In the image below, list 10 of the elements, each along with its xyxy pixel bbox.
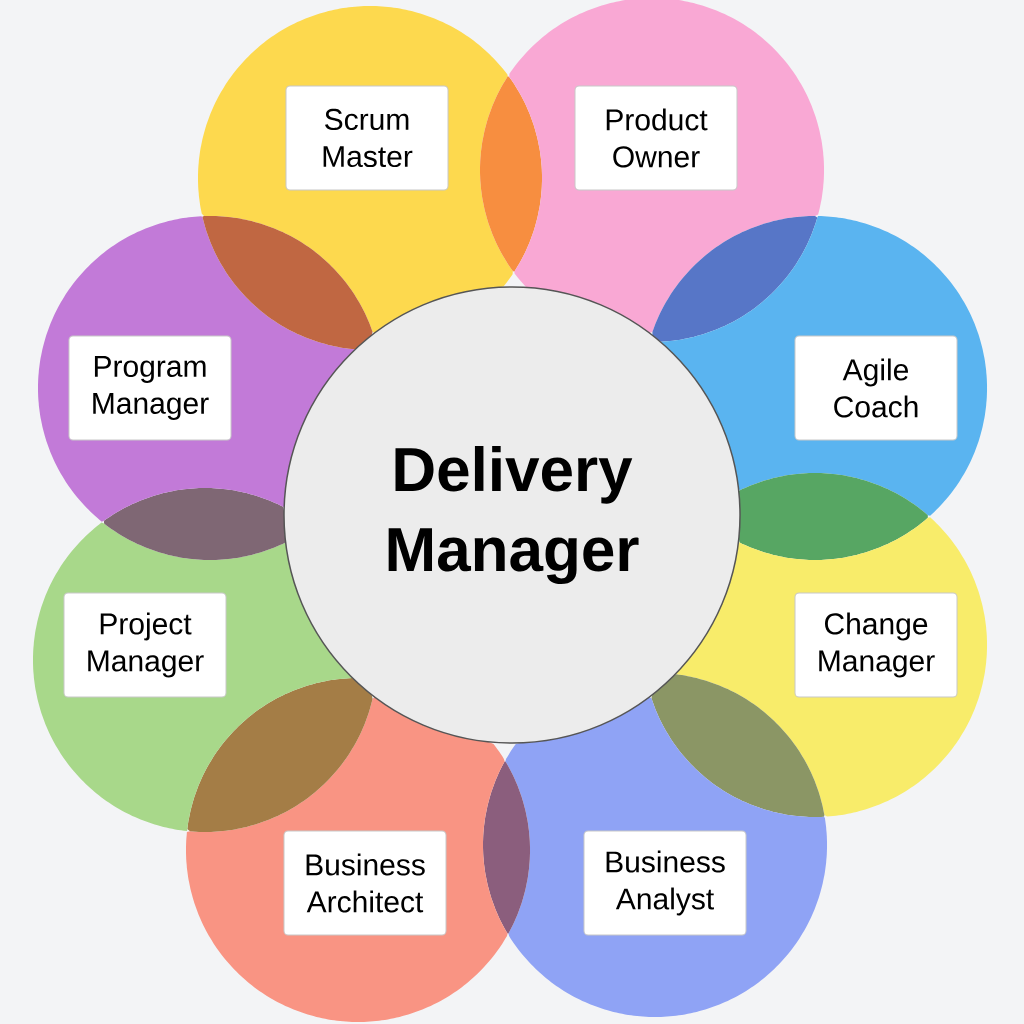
role-label: Program Manager xyxy=(68,335,232,441)
role-label: Agile Coach xyxy=(794,335,958,441)
role-label: Scrum Master xyxy=(285,85,449,191)
role-label: Business Analyst xyxy=(583,830,747,936)
role-label: Product Owner xyxy=(574,85,738,191)
center-title: Delivery Manager xyxy=(388,446,639,585)
role-label: Change Manager xyxy=(794,592,958,698)
center-circle xyxy=(283,286,741,744)
role-label: Business Architect xyxy=(283,830,447,936)
role-label: Project Manager xyxy=(63,592,227,698)
